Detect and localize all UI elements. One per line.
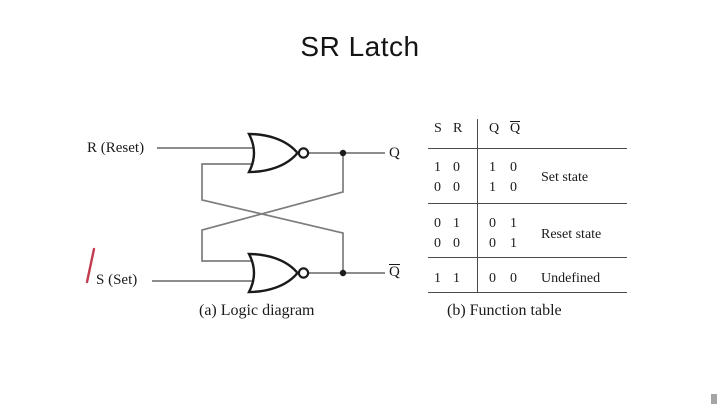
- table-row: 0 0 1 0: [428, 180, 628, 199]
- cell-qbar: 1: [510, 236, 517, 251]
- cell-r: 1: [453, 216, 460, 231]
- header-s: S: [434, 121, 442, 136]
- cell-s: 0: [434, 236, 441, 251]
- cell-s: 1: [434, 271, 441, 286]
- cell-s: 0: [434, 180, 441, 195]
- table-row: 1 1 0 0: [428, 271, 628, 290]
- header-r: R: [453, 121, 463, 136]
- cell-qbar: 0: [510, 271, 517, 286]
- qbar-feedback-wire: [201, 163, 344, 273]
- q-output-label: Q: [389, 145, 400, 161]
- header-q: Q: [489, 121, 500, 136]
- r-input-label: R (Reset): [87, 140, 145, 156]
- table-rule: [428, 257, 627, 258]
- cell-qbar: 0: [510, 160, 517, 175]
- corner-artifact-mark: [711, 394, 717, 404]
- cell-s: 1: [434, 160, 441, 175]
- cell-s: 0: [434, 216, 441, 231]
- cell-qbar: 0: [510, 180, 517, 195]
- cell-r: 0: [453, 236, 460, 251]
- cell-r: 0: [453, 160, 460, 175]
- cell-q: 0: [489, 236, 496, 251]
- nor-gate-top: [247, 132, 300, 174]
- cell-q: 0: [489, 216, 496, 231]
- header-qbar: Q: [510, 121, 521, 136]
- logic-diagram-caption: (a) Logic diagram: [199, 302, 315, 319]
- red-pen-annotation: [85, 247, 96, 284]
- s-input-label: S (Set): [96, 272, 138, 288]
- cell-q: 1: [489, 160, 496, 175]
- nor-gate-top-bubble: [297, 147, 310, 159]
- function-table: S R Q Q 1 0 1 0 0 0 1 0 Set state 0 1 0 …: [428, 115, 628, 297]
- qbar-output-label: Q: [389, 264, 400, 280]
- table-row: 0 1 0 1: [428, 216, 628, 235]
- table-row: 1 0 1 0: [428, 160, 628, 179]
- q-junction-dot: [339, 149, 347, 157]
- cell-r: 0: [453, 180, 460, 195]
- cell-q: 1: [489, 180, 496, 195]
- group-label-set-state: Set state: [541, 170, 589, 185]
- table-rule: [428, 292, 627, 293]
- table-rule: [428, 203, 627, 204]
- qbar-junction-dot: [339, 269, 347, 277]
- table-vertical-divider: [477, 119, 478, 292]
- table-rule: [428, 148, 627, 149]
- function-table-caption: (b) Function table: [447, 302, 562, 319]
- table-header-row: S R Q Q: [428, 121, 628, 139]
- nor-gate-bottom-bubble: [297, 267, 310, 279]
- group-label-reset-state: Reset state: [541, 227, 602, 242]
- cell-qbar: 1: [510, 216, 517, 231]
- nor-gate-bottom: [247, 252, 300, 294]
- q-feedback-wire: [201, 153, 344, 262]
- cell-q: 0: [489, 271, 496, 286]
- group-label-undefined: Undefined: [541, 271, 601, 286]
- slide-title: SR Latch: [300, 31, 420, 62]
- table-row: 0 0 0 1: [428, 236, 628, 255]
- cell-r: 1: [453, 271, 460, 286]
